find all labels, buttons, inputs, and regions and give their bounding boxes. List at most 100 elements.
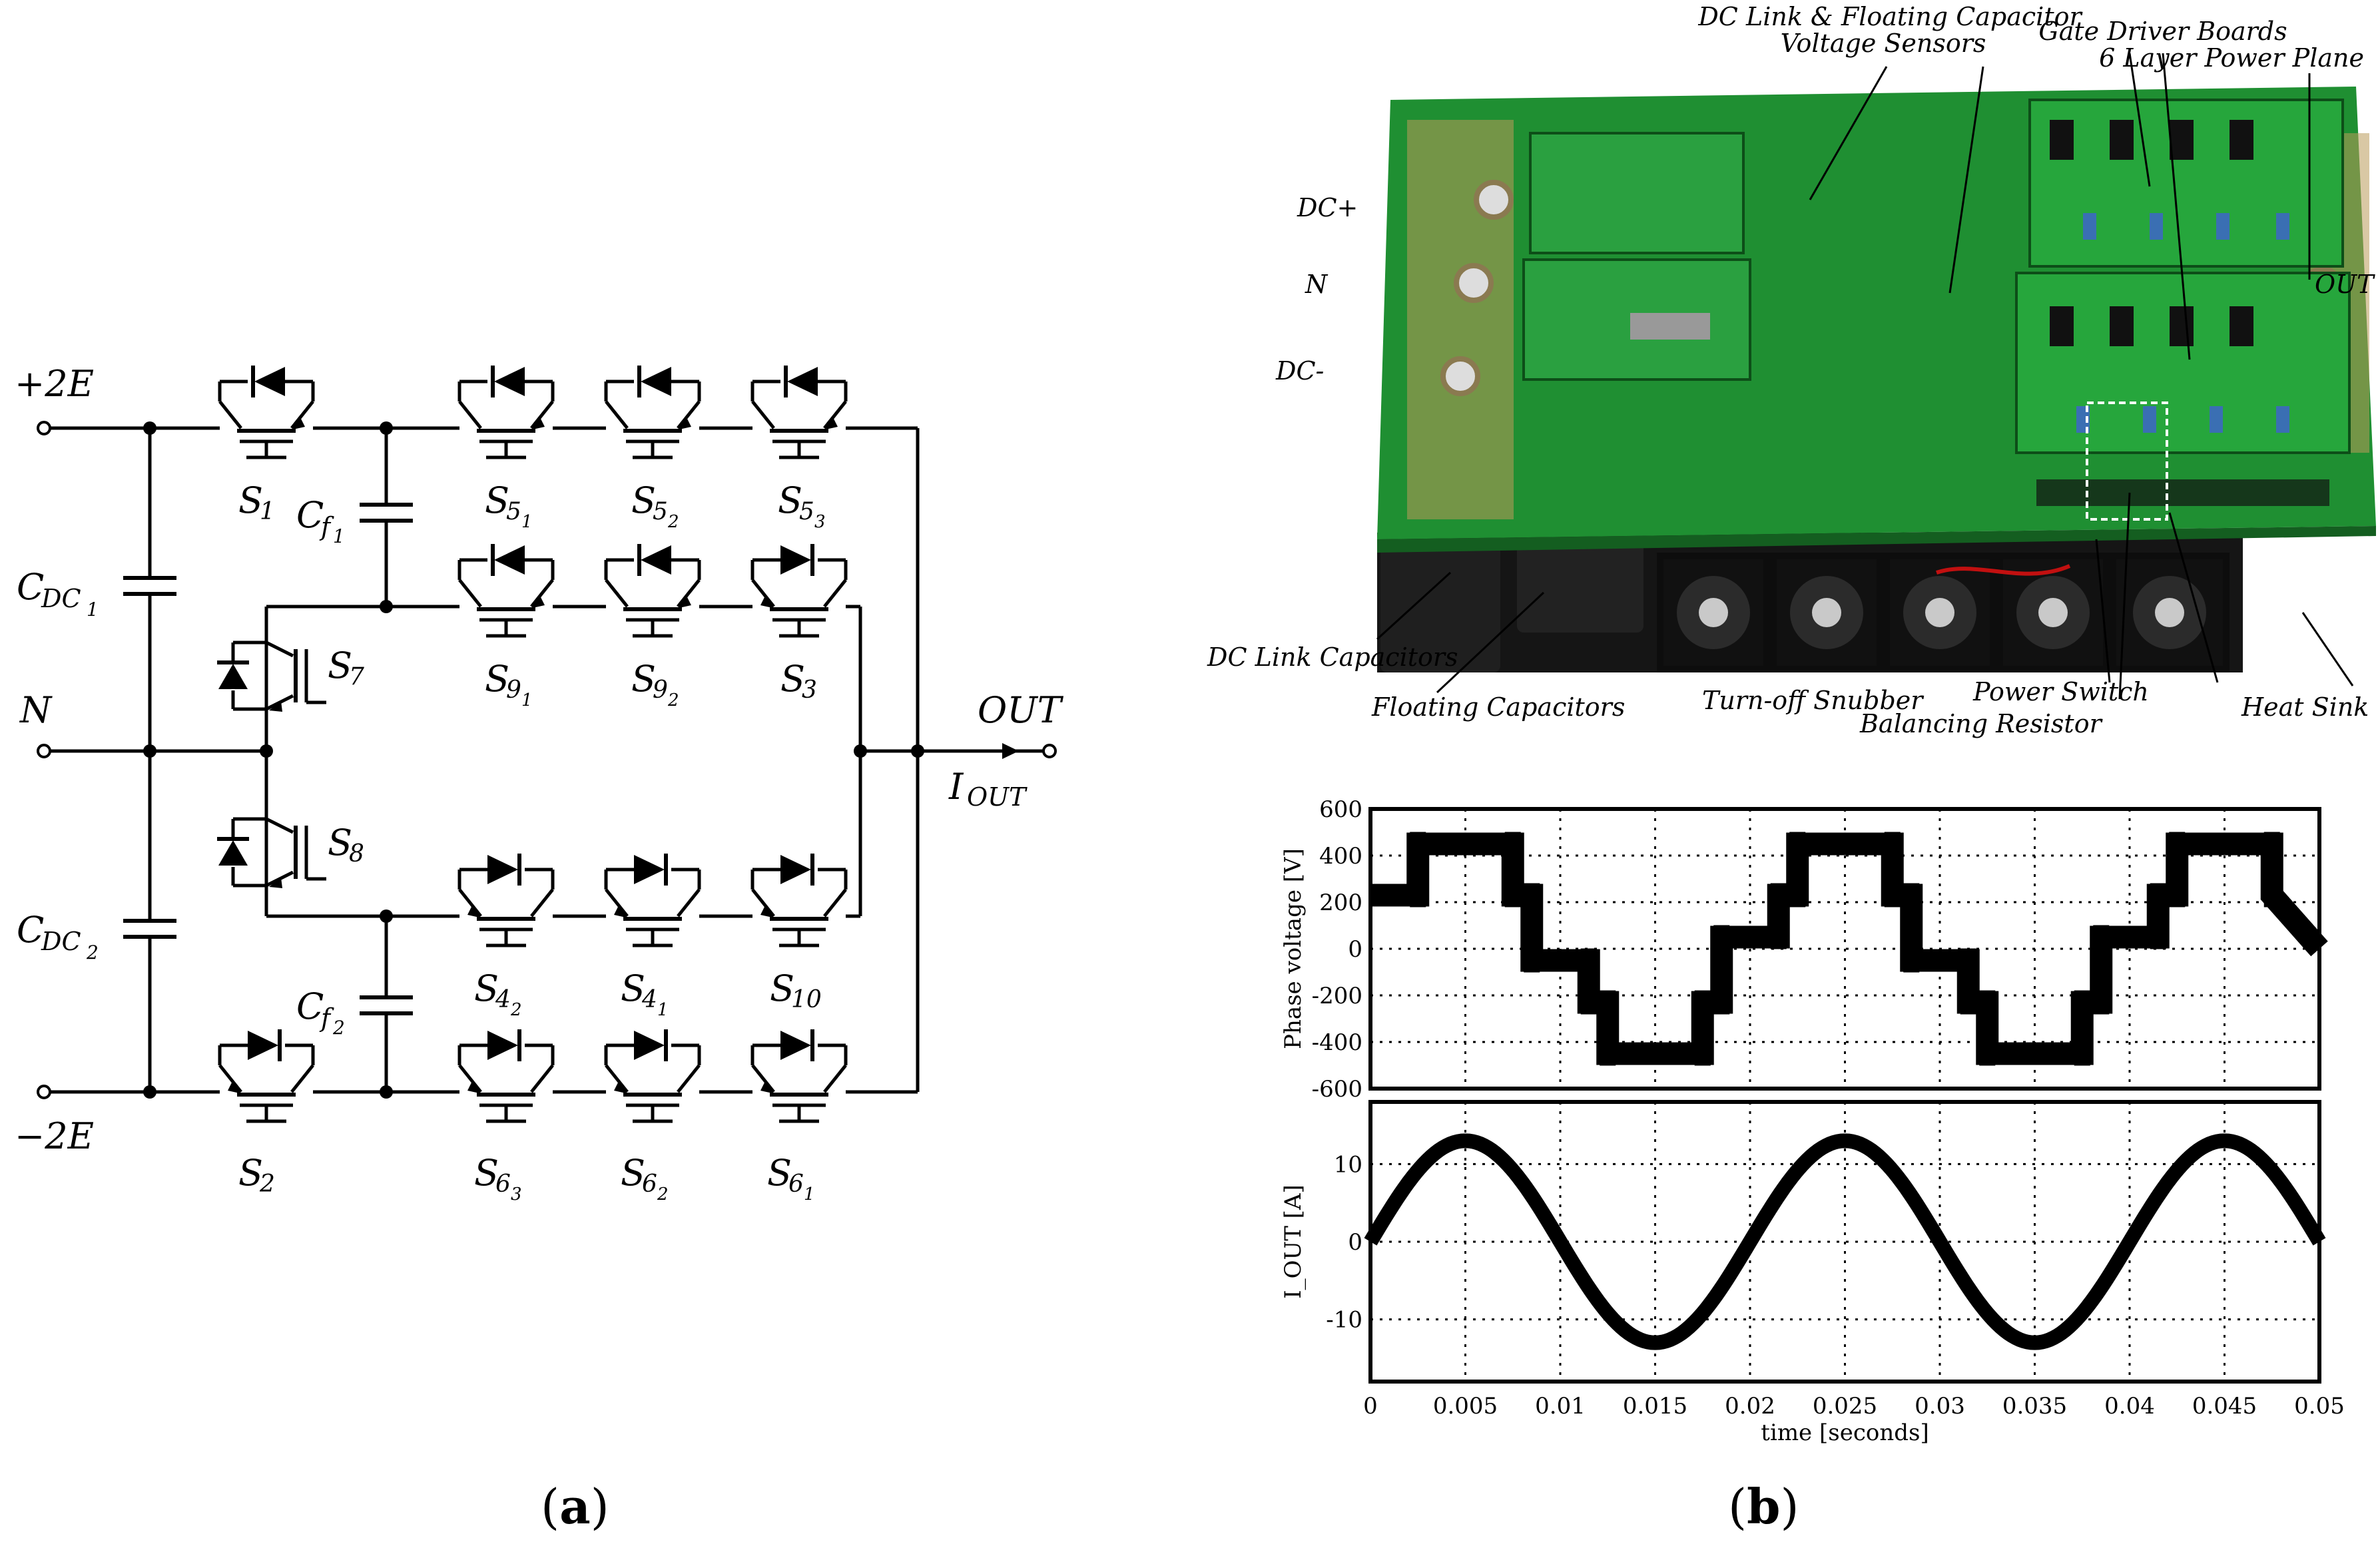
- switch-s5-2: [606, 366, 699, 457]
- y-tick-label: 600: [1319, 796, 1362, 823]
- svg-text:f: f: [319, 1003, 334, 1033]
- switch-s5-3: [752, 366, 846, 457]
- svg-text:6: 6: [495, 1170, 511, 1198]
- svg-text:2: 2: [510, 1000, 522, 1020]
- svg-text:1: 1: [657, 1000, 669, 1020]
- svg-text:1: 1: [804, 1184, 815, 1204]
- sensor-board-1: [1529, 132, 1745, 254]
- switch-s10: [752, 854, 846, 945]
- series-transition: [2263, 832, 2280, 907]
- fans: [1663, 559, 2223, 666]
- switch-s9-1: [459, 544, 553, 636]
- plot-frame: [1368, 1100, 2321, 1384]
- svg-text:1: 1: [260, 498, 275, 525]
- y-axis-label: Phase voltage [V]: [1280, 848, 1307, 1049]
- label-s7: S7: [328, 645, 364, 690]
- svg-text:DC: DC: [41, 927, 81, 956]
- switch-s6-2: [606, 1029, 699, 1121]
- svg-text:1: 1: [333, 525, 345, 547]
- svg-text:S: S: [474, 967, 499, 1009]
- svg-text:S: S: [621, 967, 645, 1009]
- svg-text:S: S: [780, 658, 805, 700]
- svg-text:C: C: [296, 494, 324, 536]
- series-transition: [1884, 832, 1901, 907]
- capacitor-cdc2: [123, 889, 176, 969]
- switch-s5-1: [459, 366, 553, 457]
- svg-text:I: I: [948, 766, 964, 808]
- series-transition: [1410, 832, 1426, 907]
- gate-driver-components: [2036, 120, 2329, 506]
- x-tick-label: 0.035: [2002, 1393, 2067, 1420]
- svg-text:6: 6: [788, 1170, 804, 1198]
- y-tick-label: 10: [1334, 1151, 1362, 1178]
- series-transition: [1770, 883, 1787, 949]
- y-tick-label: -200: [1312, 983, 1362, 1009]
- svg-text:2: 2: [657, 1184, 669, 1204]
- gate-driver-board-bottom: [2015, 272, 2351, 454]
- x-tick-label: 0: [1363, 1393, 1378, 1420]
- y-tick-label: -400: [1312, 1029, 1362, 1056]
- terminals: [37, 421, 1057, 1099]
- circuit-diagram: +2E N −2E OUT I OUT C DC 1 C DC 2 C f 1 …: [15, 363, 1064, 1204]
- annotation-dc-plus: DC+: [1297, 193, 1358, 222]
- svg-text:S: S: [621, 1152, 645, 1194]
- svg-text:f: f: [319, 512, 334, 541]
- series-transition: [1580, 948, 1597, 1015]
- label-n: N: [19, 689, 53, 731]
- capacitor-cdc1: [123, 546, 176, 626]
- switch-s4-2: [459, 854, 553, 945]
- svg-text:S: S: [770, 967, 794, 1009]
- svg-text:2: 2: [667, 512, 679, 532]
- switch-s4-1: [606, 854, 699, 945]
- switch-s9-2: [606, 544, 699, 636]
- circuit-wires: [48, 426, 1045, 1094]
- annotation-dc-link-floating-capacitor: DC Link & Floating Capacitor: [1697, 2, 2083, 31]
- svg-text:6: 6: [642, 1170, 657, 1198]
- switch-s1: [220, 366, 313, 457]
- series-transition: [2093, 925, 2110, 1015]
- series-transition: [1789, 832, 1806, 907]
- annotation-6-layer-power-plane: 6 Layer Power Plane: [2099, 43, 2364, 73]
- svg-text:2: 2: [667, 690, 679, 710]
- svg-text:3: 3: [802, 676, 817, 704]
- svg-text:4: 4: [641, 986, 657, 1013]
- svg-text:S: S: [238, 1152, 263, 1194]
- label-s2: S2: [238, 1152, 275, 1198]
- svg-text:1: 1: [521, 512, 533, 532]
- plot-frame: [1368, 807, 2321, 1091]
- switch-s3: [752, 544, 846, 636]
- svg-text:C: C: [17, 566, 44, 608]
- svg-text:1: 1: [521, 690, 533, 710]
- svg-text:10: 10: [791, 986, 822, 1013]
- x-tick-label: 0.015: [1623, 1393, 1687, 1420]
- annotation-turn-off-snubber: Turn-off Snubber: [1702, 686, 1925, 715]
- x-tick-label: 0.005: [1433, 1393, 1498, 1420]
- svg-text:S: S: [778, 479, 802, 521]
- x-axis-label: time [seconds]: [1761, 1420, 1929, 1446]
- label-iout: I OUT: [948, 766, 1028, 812]
- label-cf2: C f 2: [296, 985, 345, 1039]
- svg-text:S: S: [474, 1152, 499, 1194]
- snubber-highlight: [2086, 401, 2168, 521]
- output-arrow-icon: [1002, 743, 1019, 759]
- series-transition: [1504, 832, 1521, 907]
- switch-s8: [217, 799, 326, 906]
- x-tick-label: 0.05: [2294, 1393, 2345, 1420]
- svg-text:5: 5: [799, 498, 814, 525]
- annotation-n: N: [1305, 270, 1329, 299]
- label-minus-2e: −2E: [15, 1115, 94, 1157]
- svg-text:S: S: [328, 645, 352, 686]
- svg-text:C: C: [17, 909, 44, 951]
- series-transition: [2169, 832, 2186, 907]
- series-phase-voltage: [1370, 832, 2328, 1065]
- label-cdc2: C DC 2: [17, 909, 99, 963]
- junction-dots: [143, 421, 924, 1099]
- y-tick-label: -600: [1312, 1076, 1362, 1103]
- y-tick-label: 400: [1319, 843, 1362, 870]
- x-tick-label: 0.04: [2104, 1393, 2155, 1420]
